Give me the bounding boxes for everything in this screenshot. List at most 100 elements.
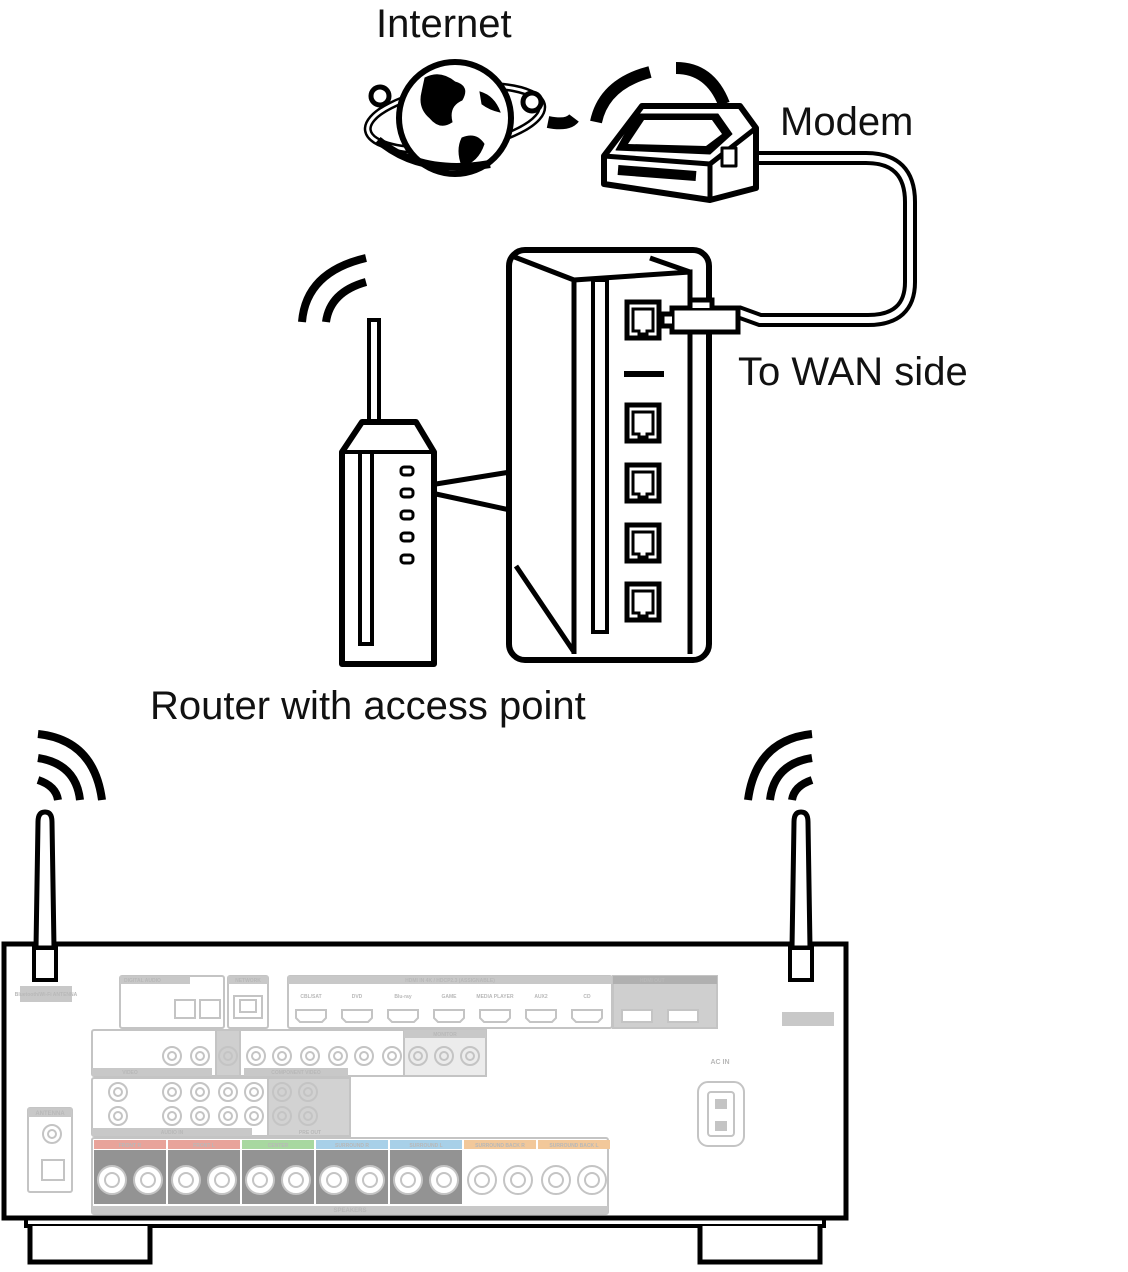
hdmi-out-label: HDMI OUT (640, 978, 665, 984)
audio-jack (244, 1106, 264, 1126)
audio-jack (298, 1082, 318, 1102)
audio-jack (298, 1106, 318, 1126)
speaker-group-header (316, 1140, 388, 1149)
hdmi-port (387, 1009, 419, 1023)
digital-audio-label: DIGITAL AUDIO (124, 978, 161, 984)
ac-in-label: AC IN (710, 1059, 729, 1066)
ethernet-plug-icon (659, 297, 741, 335)
rca-jack (218, 1046, 238, 1066)
speaker-group-label: SURROUND BACK R (475, 1143, 525, 1149)
speaker-group-label: FRONT L (193, 1143, 215, 1149)
audio-jack (272, 1106, 292, 1126)
audio-jack (190, 1082, 210, 1102)
speaker-terminal (429, 1165, 459, 1195)
audio-jack (162, 1106, 182, 1126)
audio-jack (218, 1082, 238, 1102)
audio-jack (108, 1106, 128, 1126)
rca-jack (354, 1046, 374, 1066)
hdmi-port (571, 1009, 603, 1023)
audio-in-label: AUDIO IN (161, 1130, 184, 1136)
right-antenna (788, 809, 814, 982)
speaker-group-header (168, 1140, 240, 1149)
hdmi-port (295, 1009, 327, 1023)
speaker-terminal (503, 1165, 533, 1195)
router-icon (298, 254, 437, 667)
audio-jack (108, 1082, 128, 1102)
hdmi-input-label: Blu-ray (394, 994, 411, 1000)
hdmi-input-label: CBL/SAT (300, 994, 321, 1000)
lan-port-2 (624, 462, 662, 504)
speaker-group-header (242, 1140, 314, 1149)
av-receiver: Bluetooth/Wi-Fi ANTENNA DIGITAL AUDIO NE… (1, 730, 849, 1265)
speaker-group-header (94, 1140, 166, 1149)
internet-label: Internet (376, 2, 512, 46)
rca-jack (434, 1046, 454, 1066)
antenna-label: ANTENNA (35, 1111, 65, 1117)
speaker-terminal (319, 1165, 349, 1195)
globe-icon (363, 59, 547, 177)
hdmi-in-label: HDMI IN 4K / HDCP2.3 (ASSIGNABLE) (405, 978, 495, 984)
lan-port-1 (624, 402, 662, 444)
component-label: COMPONENT VIDEO (271, 1070, 321, 1076)
network-label: NETWORK (235, 978, 261, 984)
video-in-label: VIDEO (122, 1070, 138, 1076)
rca-jack (460, 1046, 480, 1066)
rca-jack (382, 1046, 402, 1066)
wan-cable (735, 151, 917, 327)
audio-jack (162, 1082, 182, 1102)
audio-jack (244, 1082, 264, 1102)
speaker-terminal (171, 1165, 201, 1195)
speaker-group-label: SURROUND BACK L (549, 1143, 598, 1149)
wifi-waves-left-icon (36, 730, 106, 801)
rca-jack (408, 1046, 428, 1066)
audio-jack (190, 1106, 210, 1126)
hdmi-port (341, 1009, 373, 1023)
lan-port-3 (624, 522, 662, 564)
rca-jack (162, 1046, 182, 1066)
internet-modem-link (546, 62, 730, 130)
router-label: Router with access point (150, 684, 586, 728)
lan-port-4 (624, 581, 662, 623)
speaker-terminal (393, 1165, 423, 1195)
modem-icon (601, 103, 759, 203)
speaker-terminal (355, 1165, 385, 1195)
speakers-label: SPEAKERS (333, 1208, 366, 1214)
speaker-terminal (541, 1165, 571, 1195)
audio-jack (218, 1106, 238, 1126)
hdmi-input-label: GAME (442, 994, 458, 1000)
rca-jack (190, 1046, 210, 1066)
rca-jack (328, 1046, 348, 1066)
speaker-terminal (245, 1165, 275, 1195)
speaker-group-header (464, 1140, 536, 1149)
zoom-callout (435, 469, 511, 513)
speaker-terminal (467, 1165, 497, 1195)
monitor-label: MONITOR (433, 1032, 457, 1038)
speaker-group-label: SURROUND R (335, 1143, 369, 1149)
left-antenna (32, 809, 58, 982)
hdmi-input-label: CD (583, 994, 591, 1000)
hdmi-port (525, 1009, 557, 1023)
pre-out-label: PRE OUT (299, 1130, 321, 1136)
speaker-group-header (538, 1140, 610, 1149)
wifi-waves-right-icon (744, 730, 814, 801)
hdmi-input-label: AUX2 (534, 994, 548, 1000)
modem-label: Modem (780, 100, 914, 144)
speaker-group-header (390, 1140, 462, 1149)
wan-cable-inner (736, 155, 913, 323)
bt-antenna-label: Bluetooth/Wi-Fi ANTENNA (15, 992, 78, 998)
rca-jack (272, 1046, 292, 1066)
speaker-terminal (207, 1165, 237, 1195)
wan-port (624, 299, 662, 341)
speaker-terminal (133, 1165, 163, 1195)
speaker-group-label: FRONT R (119, 1143, 142, 1149)
rca-jack (300, 1046, 320, 1066)
hdmi-port (479, 1009, 511, 1023)
hdmi-port (433, 1009, 465, 1023)
speaker-group-label: SURROUND L (409, 1143, 442, 1149)
speaker-terminal (577, 1165, 607, 1195)
hdmi-input-label: DVD (352, 994, 363, 1000)
wan-label: To WAN side (738, 350, 968, 394)
audio-jack (272, 1082, 292, 1102)
